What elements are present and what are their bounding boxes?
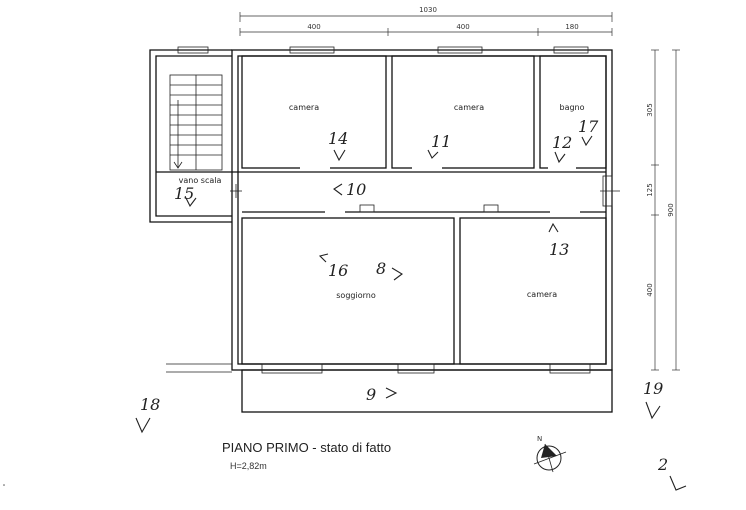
dim-right-2: 125 (646, 183, 654, 196)
dim-right-3: 400 (646, 283, 654, 296)
right-dimension-lines (651, 49, 680, 371)
plan-title: PIANO PRIMO - stato di fatto (222, 440, 391, 455)
dim-seg-1: 400 (307, 23, 320, 31)
room-label-camera-2: camera (454, 103, 484, 112)
marker-18-arrow (135, 417, 151, 434)
marker-17-arrow (581, 135, 593, 147)
building-walls (149, 49, 613, 413)
marker-19-arrow (645, 401, 661, 420)
marker-17: 17 (578, 117, 599, 136)
marker-8: 8 (376, 259, 386, 278)
marker-12-arrow (554, 151, 566, 164)
marker-19: 19 (643, 379, 663, 398)
marker-8-arrow (391, 267, 403, 281)
north-label: N (537, 435, 542, 443)
marker-13-arrow (548, 222, 559, 233)
marker-10: 10 (346, 180, 366, 199)
dim-right-1: 305 (646, 103, 654, 116)
marker-12: 12 (552, 133, 572, 152)
top-rooms-walls (238, 55, 607, 213)
bottom-rooms-walls (241, 217, 607, 365)
dim-total-width: 1030 (419, 6, 437, 14)
room-label-vano-scala: vano scala (179, 176, 222, 185)
marker-15-arrow (185, 197, 197, 208)
marker-2-arrow (669, 475, 687, 491)
marker-2: 2 (657, 455, 668, 474)
marker-14: 14 (328, 129, 348, 148)
room-label-bagno: bagno (559, 103, 584, 112)
marker-9-arrow (385, 387, 398, 399)
north-arrow-icon (533, 443, 567, 473)
marker-11: 11 (431, 132, 451, 151)
marker-16: 16 (328, 261, 348, 280)
marker-13: 13 (549, 240, 569, 259)
dim-total-height: 900 (667, 203, 675, 216)
marker-15: 15 (174, 184, 194, 203)
marker-11-arrow (427, 149, 439, 159)
room-label-camera-1: camera (289, 103, 319, 112)
marker-16-arrow (318, 253, 329, 263)
marker-10-arrow (333, 183, 343, 196)
staircase (156, 74, 238, 173)
marker-9: 9 (366, 385, 376, 404)
plan-height: H=2,82m (230, 461, 267, 471)
room-label-camera-3: camera (527, 290, 557, 299)
dim-seg-3: 180 (565, 23, 578, 31)
dim-seg-2: 400 (456, 23, 469, 31)
top-dimension-lines (239, 12, 613, 36)
room-label-soggiorno: soggiorno (336, 291, 376, 300)
dot-mark (3, 484, 5, 486)
marker-18: 18 (140, 395, 160, 414)
windows (177, 46, 620, 374)
marker-14-arrow (333, 149, 346, 162)
